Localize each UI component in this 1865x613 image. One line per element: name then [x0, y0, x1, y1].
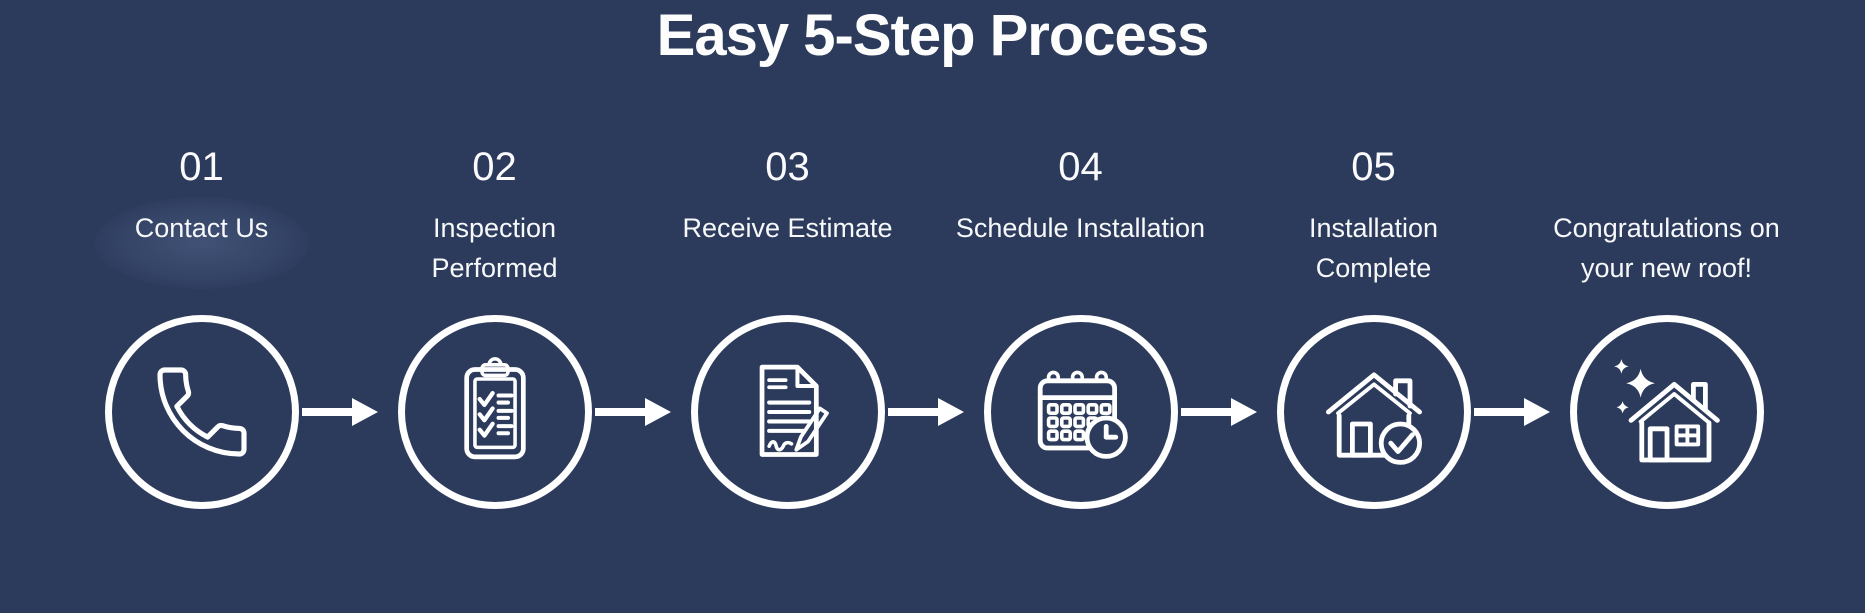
step-circle: [983, 315, 1178, 509]
step-circle: [397, 315, 592, 509]
calendar-clock-icon: [1037, 370, 1128, 459]
step-number: 05: [1351, 145, 1396, 189]
step-number: 01: [179, 145, 224, 189]
step-number: 02: [472, 145, 517, 189]
step-circle: [1569, 315, 1764, 509]
steps-row: 01 Contact Us 02 Inspection Performed: [55, 0, 1813, 613]
step-schedule-installation: 04 Schedule Installation: [934, 0, 1257, 613]
step-receive-estimate: 03 Receive Estimate: [641, 0, 964, 613]
house-sparkle-icon: [1613, 359, 1720, 463]
step-label: Inspection Performed: [431, 208, 557, 288]
step-circle: [690, 315, 885, 509]
step-label-line1: Installation: [1308, 213, 1439, 243]
step-label: Schedule Installation: [956, 208, 1205, 288]
step-circle: [104, 315, 299, 509]
step-label-line2: your new roof!: [1580, 253, 1753, 283]
contact-us-highlight-ellipse: [95, 197, 309, 289]
house-check-icon: [1325, 372, 1422, 465]
step-label-line1: Schedule Installation: [955, 213, 1206, 243]
arrow-right-icon: [888, 398, 964, 426]
step-installation-complete: 05 Installation Complete: [1227, 0, 1550, 613]
step-label-line1: Receive Estimate: [682, 213, 893, 243]
step-number: 03: [765, 145, 810, 189]
step-label-line2: Performed: [431, 253, 558, 283]
arrow-right-icon: [595, 398, 671, 426]
step-label-line2: Complete: [1315, 253, 1432, 283]
arrow-right-icon: [302, 398, 378, 426]
step-number: 04: [1058, 145, 1103, 189]
step-congratulations: Congratulations on your new roof!: [1520, 0, 1813, 613]
step-inspection-performed: 02 Inspection Performed: [348, 0, 671, 613]
step-contact-us: 01 Contact Us: [55, 0, 378, 613]
arrow-right-icon: [1181, 398, 1257, 426]
step-label-line1: Inspection: [432, 213, 557, 243]
phone-icon: [156, 367, 247, 457]
step-label-line1: Contact Us: [134, 213, 269, 243]
step-label: Contact Us: [135, 208, 269, 288]
step-label: Receive Estimate: [682, 208, 892, 288]
step-circle: [1276, 315, 1471, 509]
estimate-document-icon: [759, 364, 829, 457]
step-label: Installation Complete: [1309, 208, 1438, 288]
arrow-right-icon: [1474, 398, 1550, 426]
clipboard-checklist-icon: [463, 357, 526, 460]
page-title: Easy 5-Step Process: [656, 3, 1210, 68]
step-label: Congratulations on your new roof!: [1553, 208, 1780, 288]
step-label-line1: Congratulations on: [1553, 213, 1780, 243]
